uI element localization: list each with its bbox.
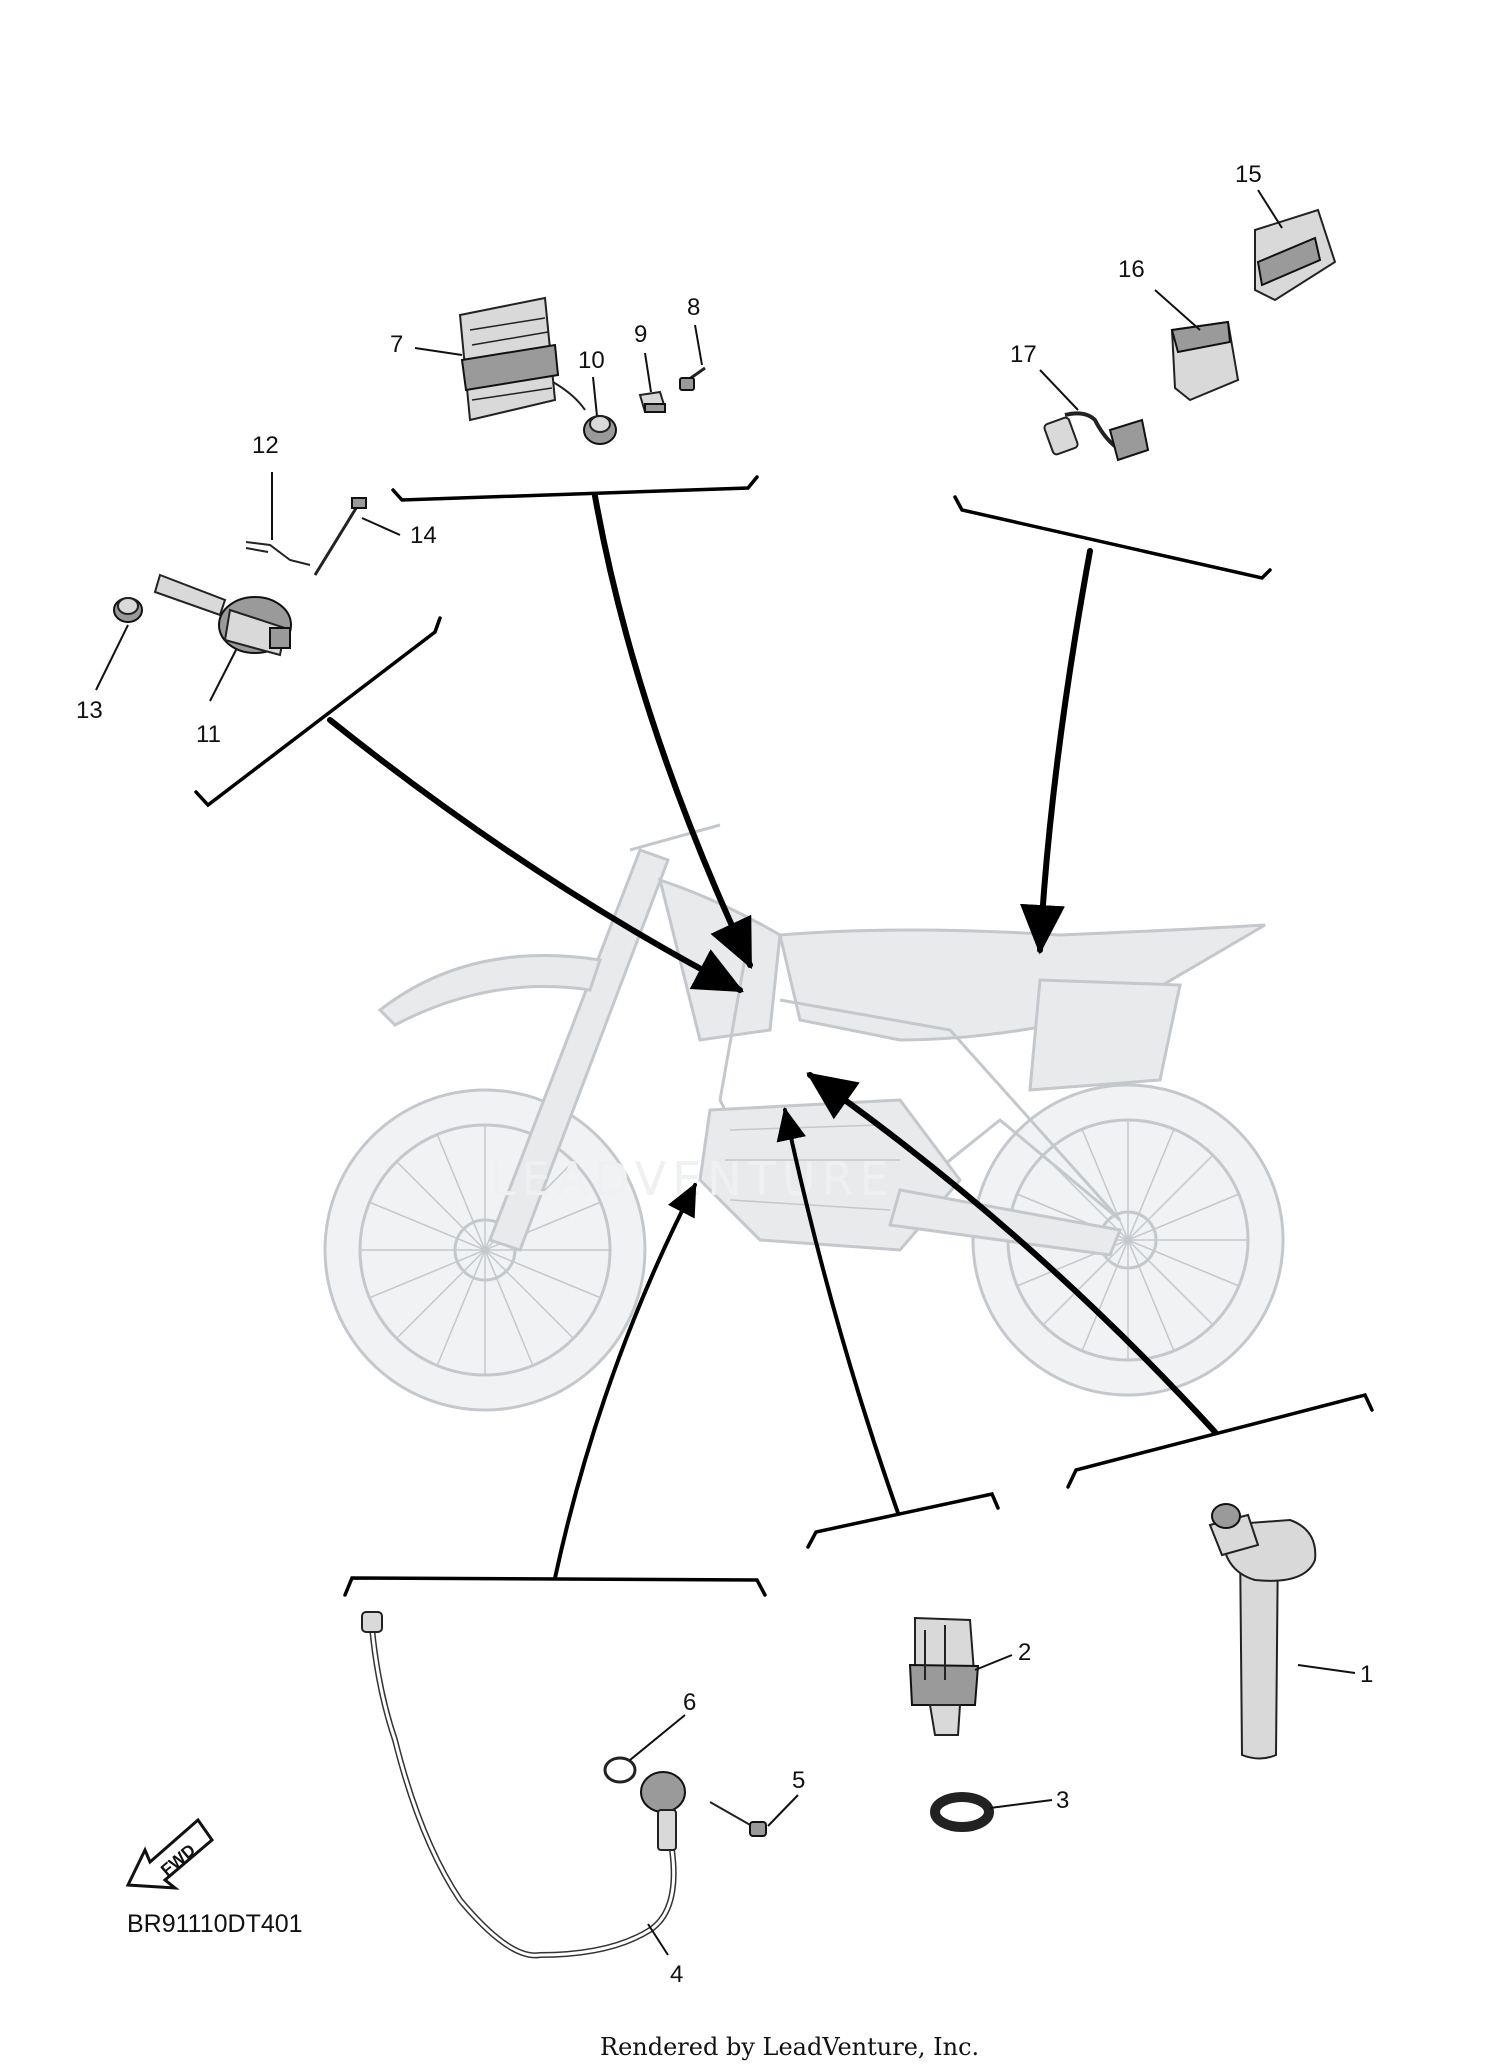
ecu-unit[interactable] xyxy=(458,296,586,422)
watermark: LEADVENTURE xyxy=(490,1152,895,1206)
callout-15: 15 xyxy=(1235,161,1262,188)
callout-11: 11 xyxy=(196,721,221,748)
temperature-sensor[interactable] xyxy=(908,1616,980,1736)
sensor-body[interactable] xyxy=(640,1771,686,1851)
callout-8: 8 xyxy=(687,294,700,321)
callout-5: 5 xyxy=(792,1767,805,1794)
rubber-grommet[interactable] xyxy=(583,415,617,445)
callout-numbers: 1 2 3 4 5 6 7 8 9 10 11 12 13 14 15 16 1… xyxy=(76,161,1373,1988)
motorcycle-illustration: LEADVENTURE xyxy=(323,823,1285,1412)
footer-credit: Rendered by LeadVenture, Inc. xyxy=(600,2033,979,2061)
gasket-washer[interactable] xyxy=(930,1792,994,1832)
sensor-lead-wire[interactable] xyxy=(361,1611,677,1959)
bolt-long[interactable] xyxy=(313,497,367,576)
relay[interactable] xyxy=(1170,320,1240,402)
callout-6: 6 xyxy=(683,1689,696,1716)
callout-13: 13 xyxy=(76,697,103,724)
callout-4: 4 xyxy=(670,1961,683,1988)
leader-arrows xyxy=(327,493,1218,1580)
callout-14: 14 xyxy=(410,522,437,549)
control-module[interactable] xyxy=(1254,208,1337,302)
o-ring[interactable] xyxy=(603,1756,637,1784)
collar[interactable] xyxy=(638,390,667,414)
switch-cap[interactable] xyxy=(113,597,143,623)
screw[interactable] xyxy=(679,366,706,391)
callout-7: 7 xyxy=(390,331,403,358)
callout-17: 17 xyxy=(1010,341,1037,368)
diagram-code: BR91110DT401 xyxy=(127,1910,303,1938)
callout-1: 1 xyxy=(1360,1661,1373,1688)
fwd-arrow-icon: FWD xyxy=(125,1817,215,1890)
bolt[interactable] xyxy=(709,1801,767,1837)
ignition-coil[interactable] xyxy=(1208,1503,1317,1760)
callout-leaders xyxy=(95,189,1356,1956)
callout-9: 9 xyxy=(634,321,647,348)
sub-wire-harness[interactable] xyxy=(1043,411,1150,462)
callout-10: 10 xyxy=(578,347,605,374)
callout-3: 3 xyxy=(1056,1787,1069,1814)
callout-16: 16 xyxy=(1118,256,1145,283)
callout-12: 12 xyxy=(252,432,279,459)
callout-2: 2 xyxy=(1018,1639,1031,1666)
group-brackets xyxy=(194,475,1374,1597)
main-switch[interactable] xyxy=(153,573,292,657)
wire-clip[interactable] xyxy=(245,541,311,566)
